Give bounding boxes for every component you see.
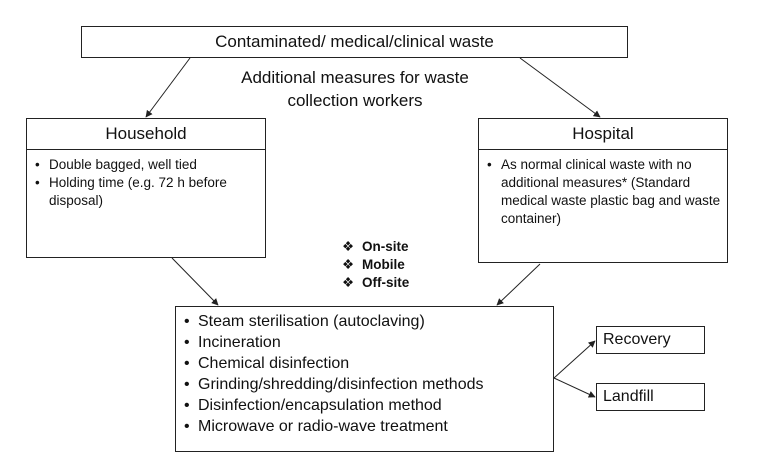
option-on-site: ❖ On-site: [342, 238, 409, 256]
recovery-label: Recovery: [603, 331, 671, 348]
treatment-method-item: Incineration: [176, 332, 553, 353]
measures-note-line2: collection workers: [287, 91, 423, 110]
treatment-method-item: Microwave or radio-wave treatment: [176, 416, 553, 437]
treatment-method-item: Disinfection/encapsulation method: [176, 395, 553, 416]
household-measure-item: Double bagged, well tied: [27, 156, 265, 174]
household-measures-list: Double bagged, well tied Holding time (e…: [27, 150, 265, 210]
measures-note-line1: Additional measures for waste: [241, 68, 469, 87]
arrow-household-to-methods: [171, 257, 219, 306]
arrow-methods-to-landfill: [553, 377, 596, 398]
option-label: Off-site: [362, 275, 410, 290]
arrow-top-to-hospital: [519, 57, 601, 118]
household-measure-item: Holding time (e.g. 72 h before disposal): [27, 174, 265, 210]
diamond-bullet-icon: ❖: [342, 257, 355, 272]
treatment-method-item: Chemical disinfection: [176, 353, 553, 374]
household-title: Household: [105, 124, 187, 143]
option-mobile: ❖ Mobile: [342, 256, 409, 274]
recovery-box: Recovery: [596, 326, 705, 354]
landfill-box: Landfill: [596, 383, 705, 411]
option-label: On-site: [362, 239, 409, 254]
option-off-site: ❖ Off-site: [342, 274, 409, 292]
treatment-methods-list: Steam sterilisation (autoclaving) Incine…: [176, 307, 553, 437]
source-waste-box: Contaminated/ medical/clinical waste: [81, 26, 628, 58]
household-header: Household: [26, 118, 266, 150]
treatment-methods-box: Steam sterilisation (autoclaving) Incine…: [175, 306, 554, 452]
arrow-methods-to-recovery: [553, 340, 596, 379]
diamond-bullet-icon: ❖: [342, 239, 355, 254]
household-measures-box: Double bagged, well tied Holding time (e…: [26, 149, 266, 258]
hospital-header: Hospital: [478, 118, 728, 150]
treatment-method-item: Grinding/shredding/disinfection methods: [176, 374, 553, 395]
landfill-label: Landfill: [603, 388, 654, 405]
arrow-hospital-to-methods: [496, 263, 541, 306]
hospital-measures-list: As normal clinical waste with no additio…: [479, 150, 727, 228]
hospital-measures-box: As normal clinical waste with no additio…: [478, 149, 728, 263]
arrow-top-to-household: [145, 57, 191, 118]
diamond-bullet-icon: ❖: [342, 275, 355, 290]
measures-note: Additional measures for waste collection…: [200, 66, 510, 112]
hospital-measure-item: As normal clinical waste with no additio…: [479, 156, 727, 228]
option-label: Mobile: [362, 257, 405, 272]
hospital-title: Hospital: [572, 124, 634, 143]
source-waste-label: Contaminated/ medical/clinical waste: [215, 32, 494, 51]
treatment-method-item: Steam sterilisation (autoclaving): [176, 311, 553, 332]
treatment-location-options: ❖ On-site ❖ Mobile ❖ Off-site: [342, 238, 409, 292]
